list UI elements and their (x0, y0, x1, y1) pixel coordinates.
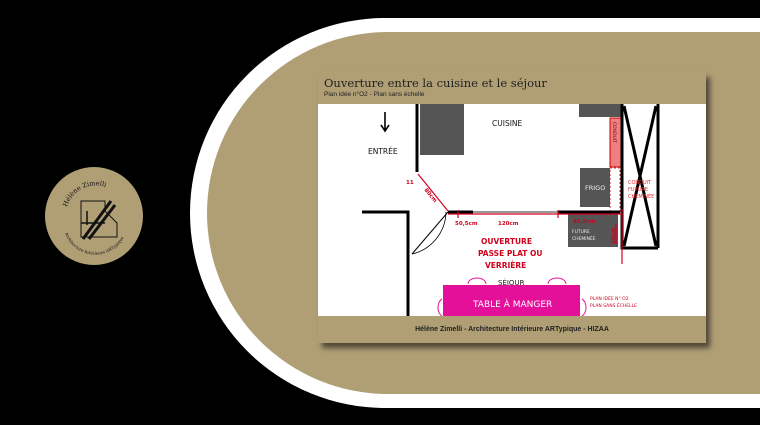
label-cuisine: CUISINE (492, 119, 523, 128)
arrow-down-icon (380, 112, 390, 133)
logo-emblem-icon: Hélène Zimelli Architecture Intérieure A… (61, 179, 125, 256)
dim-3: 50,5cm (455, 221, 478, 227)
note-plan-idee: PLAN IDÉE N° O2 (590, 294, 629, 302)
card-footer: Hélène Zimelli - Architecture Intérieure… (415, 326, 609, 333)
dimension-lines (417, 173, 623, 264)
card-title: Ouverture entre la cuisine et le séjour (324, 76, 547, 90)
chairs (437, 277, 587, 316)
brand-logo: Hélène Zimelli Architecture Intérieure A… (45, 167, 143, 265)
door-swing (411, 211, 447, 255)
label-passe-plat: PASSE PLAT OU (478, 249, 543, 258)
floor-plan: CUISINE ENTRÉE FRIGO CONDUIT FUTURE CHEM… (318, 104, 706, 316)
svg-text:Hélène Zimelli: Hélène Zimelli (61, 179, 107, 208)
dim-6: 50cm (611, 227, 617, 244)
dim-5: 95,5cm (573, 219, 596, 225)
note-cheminee: CHEMINÉE (628, 192, 654, 200)
kitchen-counter (420, 104, 464, 155)
label-conduit: CONDUIT (611, 122, 617, 143)
future-conduit-outline (609, 167, 621, 215)
label-frigo: FRIGO (585, 184, 605, 192)
label-entree: ENTRÉE (368, 147, 398, 156)
label-cheminee: CHEMINÉE (572, 234, 596, 242)
chimney-block (568, 213, 618, 247)
dim-4: 120cm (498, 221, 519, 227)
label-verriere: VERRIÈRE (485, 261, 526, 270)
logo-name: Hélène Zimelli (61, 179, 107, 208)
label-future: FUTURE (572, 229, 590, 235)
dim-1: 11 (406, 180, 414, 186)
door-leaf (411, 211, 449, 255)
note-conduit: CONDUIT (628, 180, 652, 186)
label-table: TABLE À MANGER (472, 298, 552, 310)
note-sans-echelle: PLAN SANS ÉCHELLE (590, 301, 637, 309)
note-future: FUTURE (628, 187, 648, 193)
kitchen-counter-right (579, 104, 622, 117)
crossed-box (622, 105, 658, 247)
plan-card: Ouverture entre la cuisine et le séjour … (318, 72, 706, 343)
label-ouverture: OUVERTURE (481, 237, 532, 246)
fridge-block (580, 168, 610, 207)
card-subtitle: Plan idée n°O2 - Plan sans échelle (324, 91, 425, 98)
label-sejour: SÉJOUR (498, 278, 525, 287)
dining-table (443, 285, 580, 316)
